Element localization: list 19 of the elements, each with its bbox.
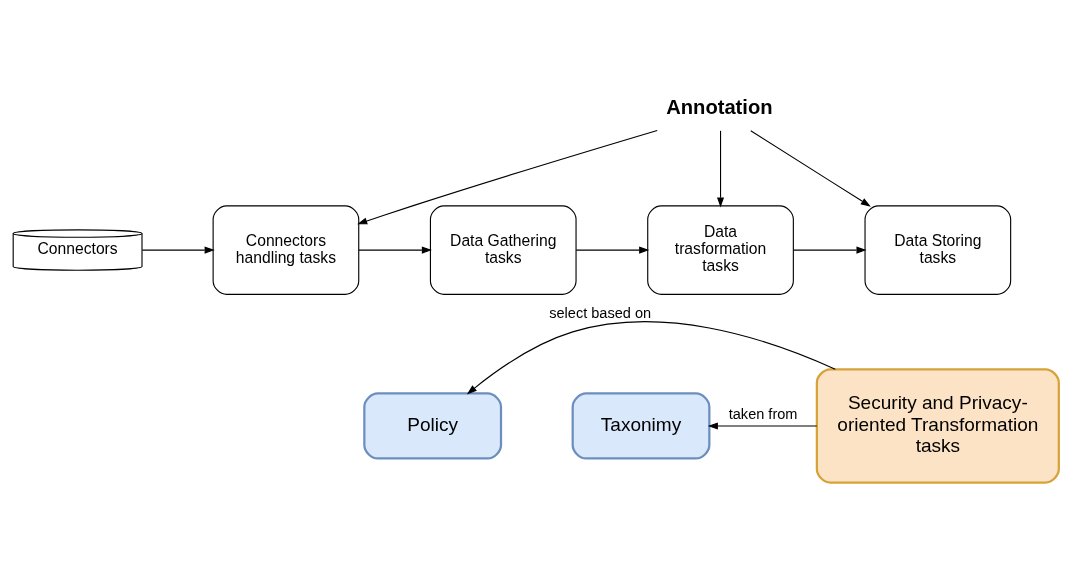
node-box: Policy [363, 392, 503, 460]
node-box: Taxonimy [571, 392, 711, 460]
node-box: Data trasformation tasks [647, 205, 794, 295]
edge-label: select based on [549, 304, 652, 321]
arrow [750, 130, 871, 207]
node-box: Connectors handling tasks [212, 205, 360, 295]
node-box: Security and Privacy-oriented Transformation tasks [815, 368, 1060, 484]
node-box: Data Storing tasks [864, 205, 1012, 295]
node-text: Annotation [666, 96, 773, 119]
edge-label: taken from [728, 405, 798, 422]
arrow [358, 246, 432, 254]
arrow [707, 422, 818, 430]
arrow [357, 129, 658, 225]
arrow [466, 321, 836, 395]
arrow [793, 246, 867, 254]
node-box: Data Gathering tasks [429, 205, 577, 295]
arrow [717, 130, 725, 208]
arrow [575, 246, 650, 254]
arrow [141, 246, 215, 254]
